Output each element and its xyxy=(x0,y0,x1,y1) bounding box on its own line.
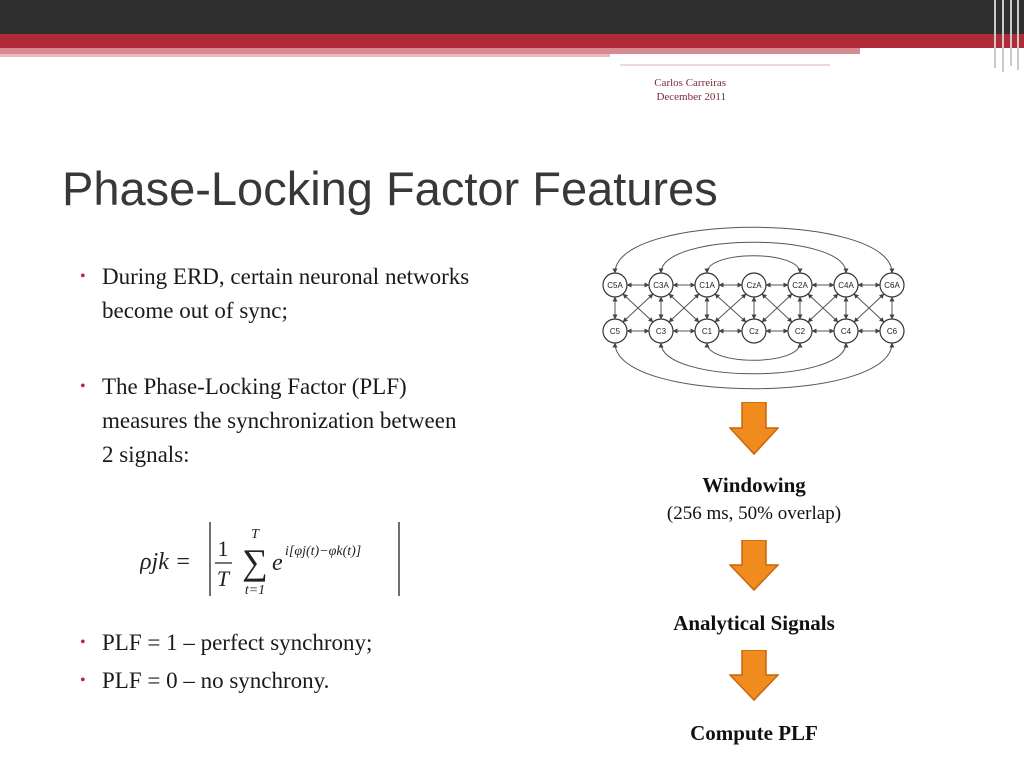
electrode-label: C4 xyxy=(841,327,852,336)
electrode-label: C6A xyxy=(884,281,900,290)
connection-edge xyxy=(622,293,654,323)
down-arrow-icon xyxy=(729,540,779,592)
bullet-item: • During ERD, certain neuronal networks … xyxy=(80,260,502,328)
electrode-node: C5A xyxy=(602,272,628,298)
bullet-dot-icon: • xyxy=(80,268,86,285)
author-name: Carlos Carreiras xyxy=(654,77,726,89)
flow-step-windowing: Windowing xyxy=(702,473,806,497)
formula-denominator: T xyxy=(217,566,231,591)
formula-sum-upper: T xyxy=(251,527,260,542)
long-range-connection xyxy=(658,342,849,375)
header-vertical-line xyxy=(994,0,996,68)
long-range-connection xyxy=(704,255,803,274)
electrode-node: C6A xyxy=(879,272,905,298)
electrode-node: C3A xyxy=(648,272,674,298)
bullet-item: • The Phase-Locking Factor (PLF) measure… xyxy=(80,370,462,472)
electrode-label: C1 xyxy=(702,327,713,336)
header-vertical-line xyxy=(1010,0,1012,66)
formula-sum-lower: t=1 xyxy=(245,583,265,598)
formula-numerator: 1 xyxy=(218,536,229,561)
connection-edge xyxy=(807,293,839,323)
header-faint-stripe xyxy=(620,64,830,66)
flow-step-analytical: Analytical Signals xyxy=(673,611,835,635)
electrode-label: C5 xyxy=(610,327,621,336)
author-block: Carlos Carreiras December 2011 xyxy=(600,76,726,104)
presentation-date: December 2011 xyxy=(656,91,726,103)
connection-edge xyxy=(761,293,793,323)
bullet-text: During ERD, certain neuronal networks be… xyxy=(102,264,470,323)
connection-edge xyxy=(668,293,700,323)
down-arrow-icon xyxy=(729,402,779,456)
electrode-label: C3 xyxy=(656,327,667,336)
bullet-dot-icon: • xyxy=(80,378,86,395)
flow-step-windowing-detail: (256 ms, 50% overlap) xyxy=(666,503,842,524)
plf-formula: ρjk = 1 T T ∑ t=1 e i[φj(t)−φk(t)] xyxy=(140,522,400,598)
bullet-dot-icon: • xyxy=(80,672,86,689)
bullet-dot-icon: • xyxy=(80,634,86,651)
electrode-node: Cz xyxy=(741,318,767,344)
down-arrow-icon xyxy=(729,650,779,702)
electrode-label: C6 xyxy=(887,327,898,336)
electrode-node: C5 xyxy=(602,318,628,344)
bullet-item: • PLF = 1 – perfect synchrony; xyxy=(80,626,502,660)
electrode-node: C4A xyxy=(833,272,859,298)
formula-lhs: ρjk = xyxy=(140,549,191,575)
flow-step-compute: Compute PLF xyxy=(690,721,818,745)
header-light-stripe xyxy=(0,54,610,57)
electrode-node: C3 xyxy=(648,318,674,344)
svg-text:ρjk =: ρjk = xyxy=(140,549,191,575)
electrode-node: C1 xyxy=(694,318,720,344)
electrode-network-diagram: C5A C3A C1A CzA C2A C4A C6A C5 C3 C1 Cz C2 C4 C6 xyxy=(602,226,905,390)
bullet-text: PLF = 1 – perfect synchrony; xyxy=(102,630,373,655)
electrode-node: C1A xyxy=(694,272,720,298)
electrode-label: CzA xyxy=(746,281,762,290)
electrode-label: C3A xyxy=(653,281,669,290)
formula-exponent: i[φj(t)−φk(t)] xyxy=(285,544,361,559)
connection-edge xyxy=(714,293,747,323)
bullet-text: The Phase-Locking Factor (PLF) measures … xyxy=(102,374,457,467)
electrode-label: C2 xyxy=(795,327,806,336)
long-range-connection xyxy=(612,226,895,274)
electrode-node: CzA xyxy=(741,272,767,298)
electrode-label: C4A xyxy=(838,281,854,290)
connection-edge xyxy=(853,293,885,323)
header-white-stripe xyxy=(610,54,950,57)
bullet-item: • PLF = 0 – no synchrony. xyxy=(80,664,502,698)
electrode-node: C6 xyxy=(879,318,905,344)
long-range-connection xyxy=(612,342,895,390)
electrode-label: C5A xyxy=(607,281,623,290)
long-range-connection xyxy=(658,241,849,274)
header-vertical-line xyxy=(1002,0,1004,72)
electrode-label: C2A xyxy=(792,281,808,290)
slide-title: Phase-Locking Factor Features xyxy=(62,162,718,215)
bullet-text: PLF = 0 – no synchrony. xyxy=(102,668,330,693)
sum-icon: ∑ xyxy=(242,542,268,582)
electrode-label: C1A xyxy=(699,281,715,290)
electrode-node: C2 xyxy=(787,318,813,344)
formula-exp-base: e xyxy=(272,550,283,576)
electrode-node: C4 xyxy=(833,318,859,344)
electrode-node: C2A xyxy=(787,272,813,298)
header-vertical-line xyxy=(1017,0,1019,70)
header-red-bar xyxy=(0,34,1024,48)
long-range-connection xyxy=(704,342,803,361)
electrode-label: Cz xyxy=(749,327,759,336)
header-dark-bar xyxy=(0,0,1024,34)
header-pink-stripe xyxy=(0,48,860,54)
